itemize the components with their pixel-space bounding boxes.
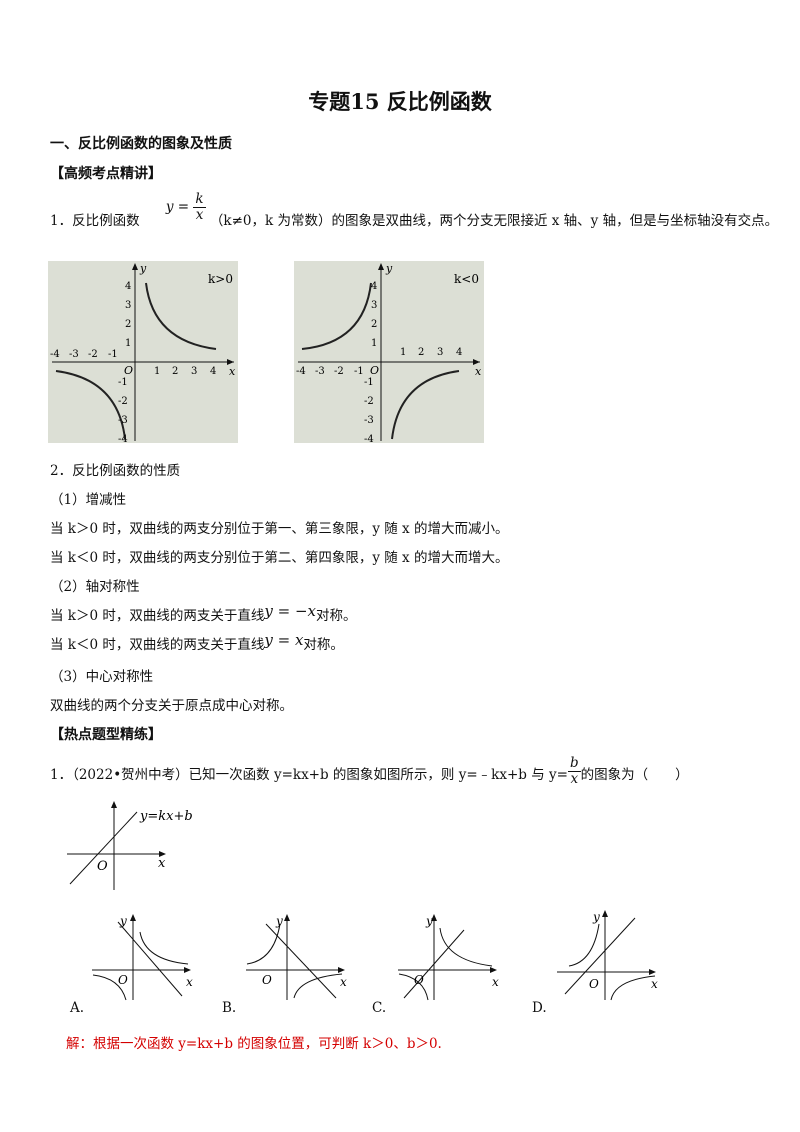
svg-text:O: O [262,973,272,987]
solution-text: 解：根据一次函数 y=kx+b 的图象位置，可判断 k＞0、b＞0. [66,1036,442,1052]
svg-text:4: 4 [456,347,462,358]
gl-label: k>0 [208,272,233,286]
svg-text:-3: -3 [69,349,79,360]
p1-formula-fraction: k x [193,191,206,223]
svg-text:y: y [592,910,600,924]
svg-text:2: 2 [125,319,131,330]
paragraph-2: 2．反比例函数的性质 [50,463,181,479]
svg-text:-3: -3 [118,415,128,426]
svg-text:x: x [492,975,499,989]
svg-text:O: O [118,973,128,987]
svg-text:4: 4 [210,366,216,377]
svg-text:2: 2 [371,319,377,330]
option-a-label[interactable]: A. [70,1000,85,1016]
graph-k-negative: y x O k<0 1 2 3 4 -4 -3 -2 -1 4 3 2 1 -1… [294,261,484,443]
subheading-practice: 【热点题型精练】 [50,727,162,743]
svg-text:x: x [186,975,193,989]
svg-text:-2: -2 [364,396,374,407]
p1-formula-lhs: y = [165,198,190,215]
gr-xlabel: x [475,365,482,378]
option-b-graph: y x O [246,914,347,1000]
gr-origin: O [370,364,379,377]
svg-text:3: 3 [125,300,131,311]
svg-text:-3: -3 [364,415,374,426]
svg-text:-2: -2 [334,366,344,377]
gr-ylabel: y [385,262,393,275]
sub-axis-symmetry: （2）轴对称性 [50,579,140,595]
svg-text:-4: -4 [296,366,306,377]
svg-text:-1: -1 [108,349,118,360]
option-c-label[interactable]: C. [372,1000,387,1016]
gr-label: k<0 [454,272,479,286]
p1-number: 1．反比例函数 [50,212,140,229]
page-title: 专题15 反比例函数 [308,89,492,114]
svg-text:1: 1 [125,338,131,349]
svg-text:1: 1 [154,366,160,377]
subheading-key-points: 【高频考点精讲】 [50,166,162,182]
option-a-graph: y x O [92,914,193,1001]
fig-origin: O [97,859,108,874]
formula-y-x: y = x [264,631,304,649]
line-k-pos-monotonic: 当 k＞0 时，双曲线的两支分别位于第一、第三象限，y 随 x 的增大而减小。 [50,521,509,537]
option-b-label[interactable]: B. [222,1000,237,1016]
p1-frac-num: k [193,191,206,208]
svg-text:-4: -4 [364,434,374,443]
svg-text:-4: -4 [50,349,60,360]
option-c-graph: y x O [398,914,499,1001]
p1-rest: （k≠0，k 为常数）的图象是双曲线，两个分支无限接近 x 轴、y 轴，但是与坐… [209,212,779,229]
question-figure: y=kx+b x O [67,801,193,890]
sub-central-symmetry: （3）中心对称性 [50,669,154,685]
svg-text:1: 1 [400,347,406,358]
paragraph-1: 1．反比例函数 y = k x （k≠0，k 为常数）的图象是双曲线，两个分支无… [50,192,779,237]
graph-k-positive: y x O k>0 1 2 3 4 -4 -3 -2 -1 4 3 2 1 -1… [48,261,238,443]
option-d-graph: y x O [557,910,658,1001]
sub-monotonicity: （1）增减性 [50,492,127,508]
line-k-neg-axis: 当 k＜0 时，双曲线的两支关于直线y = x对称。 [50,631,344,653]
svg-text:O: O [589,977,599,991]
svg-text:-1: -1 [354,366,364,377]
svg-text:2: 2 [418,347,424,358]
svg-text:4: 4 [125,281,131,292]
svg-text:-2: -2 [118,396,128,407]
section-heading: 一、反比例函数的图象及性质 [50,136,232,152]
svg-text:y: y [119,914,127,928]
gl-ylabel: y [139,262,147,275]
q1-text-a: 1．（2022•贺州中考）已知一次函数 y=kx+b 的图象如图所示，则 y=﹣… [50,766,568,783]
svg-text:-3: -3 [315,366,325,377]
question-1: 1．（2022•贺州中考）已知一次函数 y=kx+b 的图象如图所示，则 y=﹣… [50,756,689,791]
svg-text:O: O [414,973,424,987]
line-k-neg-monotonic: 当 k＜0 时，双曲线的两支分别位于第二、第四象限，y 随 x 的增大而增大。 [50,550,509,566]
gl-xlabel: x [229,365,236,378]
svg-text:4: 4 [371,281,377,292]
svg-text:3: 3 [437,347,443,358]
fig-line-label: y=kx+b [139,809,193,824]
line-central-symmetry: 双曲线的两个分支关于原点成中心对称。 [50,698,293,714]
svg-text:2: 2 [172,366,178,377]
p1-frac-den: x [195,206,204,223]
gl-origin: O [124,364,133,377]
svg-text:3: 3 [371,300,377,311]
svg-text:-4: -4 [118,434,128,443]
svg-text:x: x [651,977,658,991]
svg-text:-1: -1 [364,377,374,388]
svg-text:y: y [425,914,433,928]
fig-xlabel: x [158,856,166,871]
svg-text:x: x [340,975,347,989]
svg-text:y: y [275,914,283,928]
svg-text:1: 1 [371,338,377,349]
q1-text-b: 的图象为（ ） [580,766,689,783]
formula-y-neg-x: y = −x [264,602,316,620]
svg-text:-2: -2 [88,349,98,360]
svg-text:3: 3 [191,366,197,377]
option-d-label[interactable]: D. [532,1000,547,1016]
svg-text:-1: -1 [118,377,128,388]
line-k-pos-axis: 当 k＞0 时，双曲线的两支关于直线y = −x对称。 [50,602,357,624]
